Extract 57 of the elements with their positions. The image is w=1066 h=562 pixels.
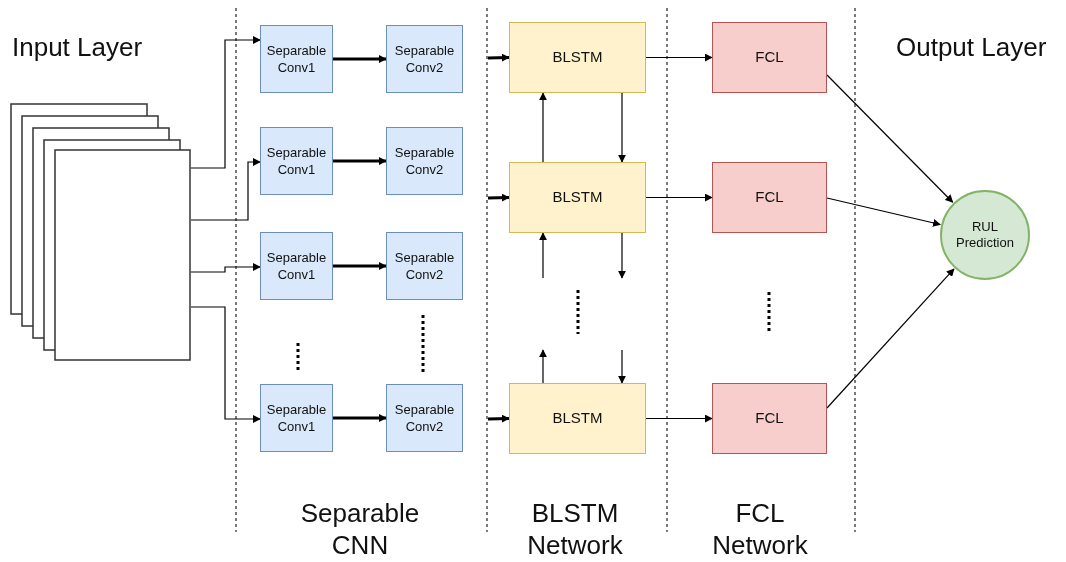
blstm-box [509,162,646,233]
arrow [190,263,261,273]
section-title: Output Layer [896,32,1047,62]
arrow [618,349,626,384]
node-label: Separable Conv1 [265,249,328,283]
layer-box [386,232,463,300]
layer-box [260,25,333,93]
node-label: FCL [754,47,785,68]
arrow [645,414,713,423]
node-label: BLSTM [551,47,604,68]
node-label: Separable Conv2 [393,249,456,283]
node-label: BLSTM [551,187,604,208]
layer-box [386,127,463,195]
arrow [487,53,510,62]
node-label: Separable Conv2 [393,401,456,435]
layer-box [386,384,463,452]
arrow [826,74,954,203]
arrow [645,53,713,62]
node-label: FCL [754,187,785,208]
blstm-box [509,22,646,93]
arrow [618,92,626,163]
node-label: FCL [754,408,785,429]
arrow [618,232,626,279]
arrow [190,158,261,221]
layer-box [386,25,463,93]
fcl-box [712,22,827,93]
arrow [487,193,510,202]
arrow [190,306,261,423]
arrow [826,268,955,409]
fcl-box [712,383,827,454]
section-title: BLSTM Network [526,497,624,561]
section-title: FCL Network [711,497,809,561]
layer-box [260,127,333,195]
node-label: Separable Conv1 [265,401,328,435]
arrow [645,193,713,202]
arrow [333,262,387,270]
arrow [539,92,547,163]
node-label: RUL Prediction [955,219,1015,251]
arrow [487,414,510,423]
node-label: Separable Conv1 [265,144,328,178]
node-label: Separable Conv2 [393,144,456,178]
node-label: Separable Conv2 [393,42,456,76]
arrow [539,349,547,384]
blstm-box [509,383,646,454]
arrow [190,36,261,169]
layer-box [260,384,333,452]
arrow [333,55,387,63]
fcl-box [712,162,827,233]
section-title: Input Layer [12,32,143,62]
node-label: BLSTM [551,408,604,429]
arrow [539,232,547,279]
arrow [333,414,387,422]
section-title: Separable CNN [299,497,421,561]
layer-box [260,232,333,300]
arrow [826,197,941,227]
node-label: Separable Conv1 [265,42,328,76]
arrow [333,157,387,165]
